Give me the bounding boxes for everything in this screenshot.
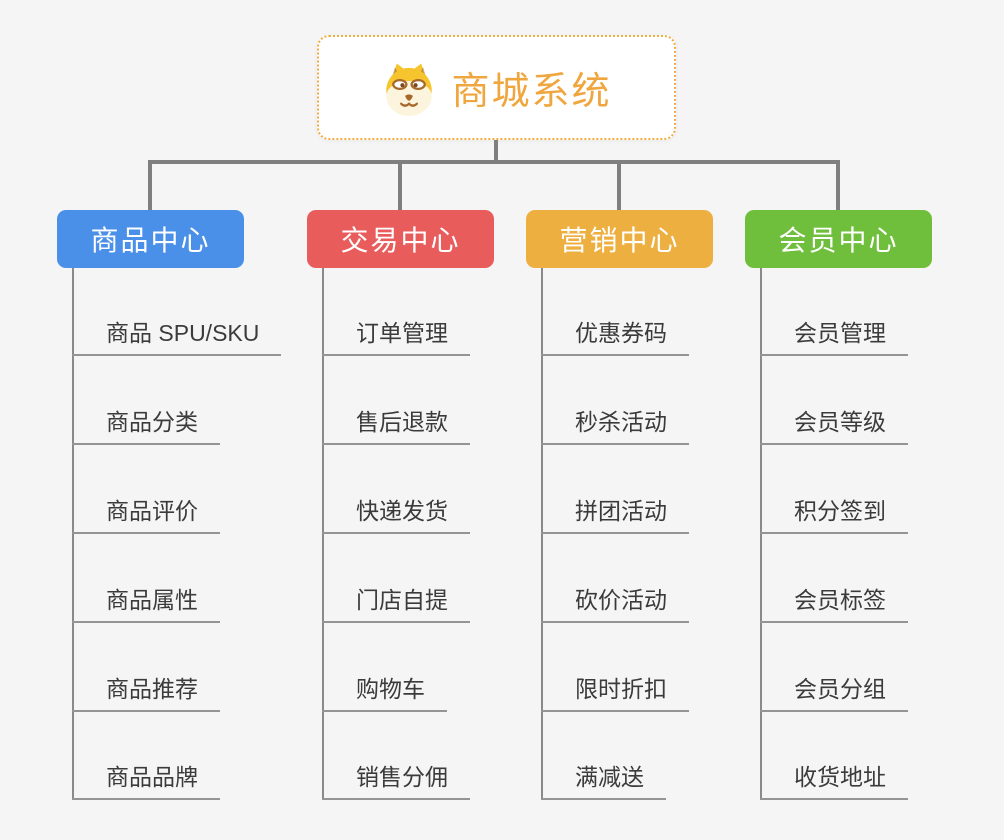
connector-drop-product (148, 160, 152, 212)
connector-drop-trade (398, 160, 402, 212)
leaf-sales-commission[interactable]: 销售分佣 (322, 762, 470, 800)
leaf-shipping-address[interactable]: 收货地址 (760, 762, 908, 800)
branch-vline-trade (322, 268, 324, 800)
leaf-store-pickup[interactable]: 门店自提 (322, 585, 470, 623)
leaf-shopping-cart[interactable]: 购物车 (322, 674, 447, 712)
leaf-limited-time-discount[interactable]: 限时折扣 (541, 674, 689, 712)
leaf-member-group[interactable]: 会员分组 (760, 674, 908, 712)
branch-header-marketing-center[interactable]: 营销中心 (526, 210, 713, 268)
leaf-member-tag[interactable]: 会员标签 (760, 585, 908, 623)
leaf-points-checkin[interactable]: 积分签到 (760, 496, 908, 534)
leaf-member-management[interactable]: 会员管理 (760, 318, 908, 356)
connector-drop-marketing (617, 160, 621, 212)
leaf-group-buy[interactable]: 拼团活动 (541, 496, 689, 534)
branch-header-member-center[interactable]: 会员中心 (745, 210, 932, 268)
leaf-product-attribute[interactable]: 商品属性 (72, 585, 220, 623)
leaf-product-brand[interactable]: 商品品牌 (72, 762, 220, 800)
leaf-after-sale-refund[interactable]: 售后退款 (322, 407, 470, 445)
dog-face-icon (386, 63, 433, 116)
branch-product-center: 商品中心 商品 SPU/SKU 商品分类 商品评价 商品属性 商品推荐 商品品牌 (57, 210, 307, 800)
leaf-product-recommend[interactable]: 商品推荐 (72, 674, 220, 712)
leaf-express-delivery[interactable]: 快递发货 (322, 496, 470, 534)
root-node-mall-system[interactable]: 商城系统 (317, 35, 676, 140)
branch-vline-product (72, 268, 74, 800)
leaf-order-management[interactable]: 订单管理 (322, 318, 470, 356)
connector-root-stub (494, 140, 498, 164)
leaf-product-spu-sku[interactable]: 商品 SPU/SKU (72, 318, 282, 356)
leaf-coupon-code[interactable]: 优惠券码 (541, 318, 689, 356)
leaf-product-review[interactable]: 商品评价 (72, 496, 220, 534)
leaf-flash-sale[interactable]: 秒杀活动 (541, 407, 689, 445)
branch-member-center: 会员中心 会员管理 会员等级 积分签到 会员标签 会员分组 收货地址 (745, 210, 995, 800)
branch-vline-marketing (541, 268, 543, 800)
leaf-bargain-activity[interactable]: 砍价活动 (541, 585, 689, 623)
leaf-product-category[interactable]: 商品分类 (72, 407, 220, 445)
connector-drop-member (836, 160, 840, 212)
root-title: 商城系统 (451, 71, 612, 113)
branch-vline-member (760, 268, 762, 800)
branch-header-trade-center[interactable]: 交易中心 (307, 210, 494, 268)
leaf-member-level[interactable]: 会员等级 (760, 407, 908, 445)
branch-marketing-center: 营销中心 优惠券码 秒杀活动 拼团活动 砍价活动 限时折扣 满减送 (526, 210, 776, 800)
leaf-full-reduction[interactable]: 满减送 (541, 762, 666, 800)
branch-trade-center: 交易中心 订单管理 售后退款 快递发货 门店自提 购物车 销售分佣 (307, 210, 557, 800)
connector-horizontal (148, 160, 840, 164)
branch-header-product-center[interactable]: 商品中心 (57, 210, 244, 268)
